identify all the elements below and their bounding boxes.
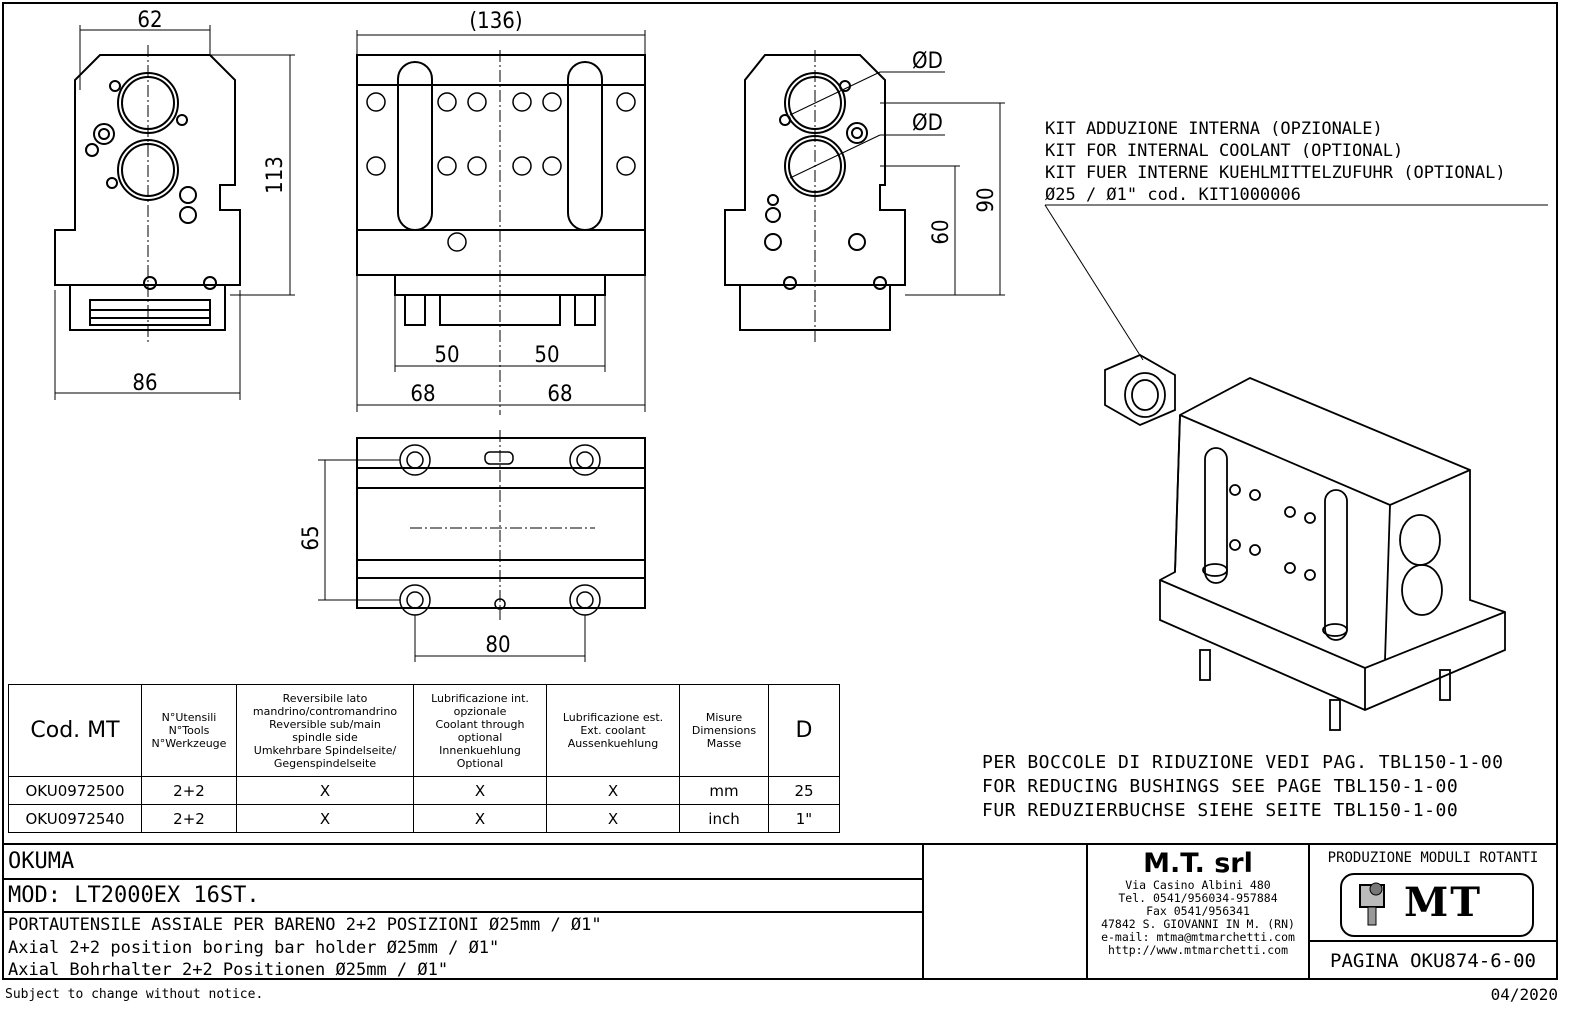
cell-ext-coolant: X [546,804,680,833]
city: 47842 S. GIOVANNI IN M. (RN) [1101,917,1295,931]
kit-note-line: KIT ADDUZIONE INTERNA (OPZIONALE) [1045,119,1383,139]
company-name: M.T. srl [1143,848,1253,879]
description-en: Axial 2+2 position boring bar holder Ø25… [8,938,500,958]
title-block-description: OKUMA MOD: LT2000EX 16ST. PORTAUTENSILE … [2,843,924,980]
dim-rear-height-90: 90 [974,187,999,212]
rear-view [724,50,1005,345]
dim-side-68-left: 68 [410,382,435,407]
dim-side-length: (136) [469,9,522,34]
cell-tools: 2+2 [141,776,237,805]
dim-side-50-right: 50 [534,343,559,368]
header-dimensions: Misure Dimensions Masse [679,684,769,777]
dim-front-width-top: 62 [137,8,162,33]
cell-dimensions: mm [679,776,769,805]
model-name: MOD: LT2000EX 16ST. [8,883,260,908]
header-d: D [768,684,840,777]
rotating-module-icon [1359,882,1385,926]
cell-d: 25 [768,776,840,805]
dim-top-width-80: 80 [485,633,510,658]
revision-date: 04/2020 [1490,985,1558,1004]
kit-leader-line [1044,204,1548,361]
fax: Fax 0541/956341 [1146,904,1250,918]
phone: Tel. 0541/956034-957884 [1118,891,1278,905]
isometric-view [1159,377,1506,731]
front-view [54,25,295,400]
division-name: PRODUZIONE MODULI ROTANTI [1327,850,1539,866]
cell-tools: 2+2 [141,804,237,833]
mt-logo: MT [1340,873,1534,937]
disclaimer: Subject to change without notice. [5,987,264,1002]
machine-name: OKUMA [8,849,75,874]
cell-d: 1" [768,804,840,833]
website-link[interactable]: http://www.mtmarchetti.com [1107,943,1288,957]
dim-rear-height-60: 60 [929,219,954,244]
table-row: OKU0972540 2+2 X X X inch 1" [8,804,840,833]
header-tools: N°Utensili N°Tools N°Werkzeuge [141,684,237,777]
cell-int-coolant: X [413,776,547,805]
dim-front-height: 113 [263,156,288,194]
cell-dimensions: inch [679,804,769,833]
dim-rear-diam-2: ØD [912,111,943,136]
top-view [318,430,646,662]
description-it: PORTAUTENSILE ASSIALE PER BARENO 2+2 POS… [8,915,602,935]
dim-top-height-65: 65 [299,525,324,550]
cell-code: OKU0972500 [8,776,142,805]
title-block-blank [922,843,1088,980]
logo-text: MT [1404,879,1483,926]
dim-side-50-left: 50 [434,343,459,368]
coolant-kit-part [1104,353,1176,427]
cell-reversible: X [236,776,414,805]
bushing-note-it: PER BOCCOLE DI RIDUZIONE VEDI PAG. TBL15… [982,752,1504,773]
email-link[interactable]: e-mail: mtma@mtmarchetti.com [1101,930,1295,944]
header-int-coolant: Lubrificazione int. opzionale Coolant th… [413,684,547,777]
header-code: Cod. MT [8,684,142,777]
cell-reversible: X [236,804,414,833]
dim-front-width-bottom: 86 [132,371,157,396]
address-line: Via Casino Albini 480 [1125,878,1271,892]
dim-rear-diam-1: ØD [912,49,943,74]
company-block: M.T. srl Via Casino Albini 480 Tel. 0541… [1086,843,1310,980]
cell-int-coolant: X [413,804,547,833]
page-block: PAGINA OKU874-6-00 [1308,940,1558,980]
division-block: PRODUZIONE MODULI ROTANTI MT [1308,843,1558,942]
page-number: PAGINA OKU874-6-00 [1330,950,1536,972]
header-ext-coolant: Lubrificazione est. Ext. coolant Aussenk… [546,684,680,777]
cell-code: OKU0972540 [8,804,142,833]
kit-note-code: Ø25 / Ø1" cod. KIT1000006 [1045,185,1301,205]
bushing-note-en: FOR REDUCING BUSHINGS SEE PAGE TBL150-1-… [982,776,1459,797]
table-row: OKU0972500 2+2 X X X mm 25 [8,776,840,805]
kit-note: KIT ADDUZIONE INTERNA (OPZIONALE) KIT FO… [1045,118,1506,206]
header-reversible: Reversibile lato mandrino/contromandrino… [236,684,414,777]
dim-side-68-right: 68 [547,382,572,407]
bushing-note-de: FUR REDUZIERBUCHSE SIEHE SEITE TBL150-1-… [982,800,1459,821]
cell-ext-coolant: X [546,776,680,805]
kit-note-line: KIT FOR INTERNAL COOLANT (OPTIONAL) [1045,141,1404,161]
kit-note-line: KIT FUER INTERNE KUEHLMITTELZUFUHR (OPTI… [1045,163,1506,183]
side-view [356,30,646,415]
description-de: Axial Bohrhalter 2+2 Positionen Ø25mm / … [8,960,449,980]
spec-table: Cod. MT N°Utensili N°Tools N°Werkzeuge R… [8,684,840,833]
